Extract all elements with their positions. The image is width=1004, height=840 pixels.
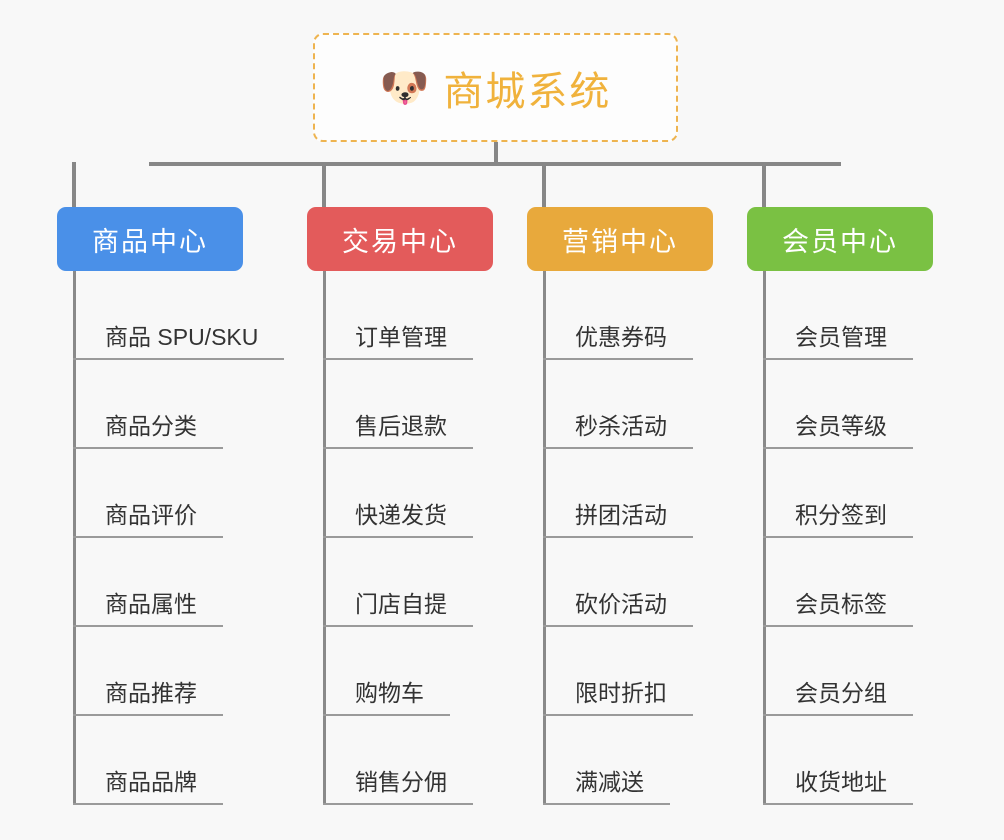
connector-drop-3 — [542, 162, 546, 207]
leaf-spine — [763, 271, 766, 805]
leaf-item[interactable]: 售后退款 — [323, 360, 473, 449]
leaf-item-label: 会员标签 — [763, 585, 913, 627]
category-box-3[interactable]: 营销中心 — [527, 207, 713, 271]
leaf-item-label: 快递发货 — [323, 496, 473, 538]
leaf-item-label: 限时折扣 — [543, 674, 693, 716]
leaf-item[interactable]: 会员标签 — [763, 538, 913, 627]
leaf-item[interactable]: 满减送 — [543, 716, 693, 805]
root-node[interactable]: 🐶 商城系统 — [313, 33, 678, 142]
category-label: 交易中心 — [342, 226, 458, 257]
root-title: 商城系统 — [443, 69, 612, 114]
leaf-spine — [323, 271, 326, 805]
leaf-item[interactable]: 收货地址 — [763, 716, 913, 805]
leaf-item[interactable]: 门店自提 — [323, 538, 473, 627]
leaf-item-label: 满减送 — [543, 763, 670, 805]
connector-drop-2 — [322, 162, 326, 207]
leaf-item[interactable]: 砍价活动 — [543, 538, 693, 627]
category-label: 商品中心 — [92, 226, 208, 257]
leaf-column-1: 商品 SPU/SKU 商品分类商品评价商品属性商品推荐商品品牌 — [73, 271, 285, 805]
leaf-item-label: 门店自提 — [323, 585, 473, 627]
leaf-item[interactable]: 商品推荐 — [73, 627, 284, 716]
leaf-item[interactable]: 商品分类 — [73, 360, 284, 449]
leaf-item[interactable]: 秒杀活动 — [543, 360, 693, 449]
leaf-item[interactable]: 商品品牌 — [73, 716, 284, 805]
leaf-item-label: 收货地址 — [763, 763, 913, 805]
leaf-item-label: 商品分类 — [73, 407, 223, 449]
leaf-item-label: 购物车 — [323, 674, 450, 716]
leaf-item-label: 商品推荐 — [73, 674, 223, 716]
leaf-column-2: 订单管理售后退款快递发货门店自提购物车销售分佣 — [323, 271, 473, 805]
leaf-spine — [543, 271, 546, 805]
leaf-item-label: 商品 SPU/SKU — [73, 318, 285, 360]
leaf-item[interactable]: 会员等级 — [763, 360, 913, 449]
leaf-item[interactable]: 优惠券码 — [543, 271, 693, 360]
leaf-item-label: 砍价活动 — [543, 585, 693, 627]
leaf-item-label: 售后退款 — [323, 407, 473, 449]
leaf-item[interactable]: 会员分组 — [763, 627, 913, 716]
category-label: 营销中心 — [562, 226, 678, 257]
shiba-dog-face-icon: 🐶 — [379, 65, 430, 110]
leaf-item[interactable]: 销售分佣 — [323, 716, 473, 805]
leaf-item[interactable]: 商品 SPU/SKU — [73, 271, 285, 360]
leaf-item-label: 积分签到 — [763, 496, 913, 538]
leaf-column-3: 优惠券码秒杀活动拼团活动砍价活动限时折扣满减送 — [543, 271, 693, 805]
category-box-4[interactable]: 会员中心 — [747, 207, 933, 271]
leaf-item-label: 商品属性 — [73, 585, 223, 627]
leaf-item-label: 会员管理 — [763, 318, 913, 360]
leaf-item-label: 拼团活动 — [543, 496, 693, 538]
leaf-item-label: 秒杀活动 — [543, 407, 693, 449]
leaf-item[interactable]: 购物车 — [323, 627, 473, 716]
category-box-2[interactable]: 交易中心 — [307, 207, 493, 271]
leaf-item[interactable]: 会员管理 — [763, 271, 913, 360]
connector-horizontal-bus — [149, 162, 841, 166]
leaf-item[interactable]: 拼团活动 — [543, 449, 693, 538]
leaf-item-label: 优惠券码 — [543, 318, 693, 360]
connector-drop-4 — [762, 162, 766, 207]
leaf-item-label: 商品品牌 — [73, 763, 223, 805]
leaf-item-label: 商品评价 — [73, 496, 223, 538]
connector-root-stem — [494, 142, 498, 166]
category-box-1[interactable]: 商品中心 — [57, 207, 243, 271]
leaf-item[interactable]: 商品属性 — [73, 538, 284, 627]
leaf-item-label: 会员分组 — [763, 674, 913, 716]
leaf-item[interactable]: 商品评价 — [73, 449, 284, 538]
leaf-spine — [73, 271, 76, 805]
leaf-item-label: 订单管理 — [323, 318, 473, 360]
leaf-item[interactable]: 快递发货 — [323, 449, 473, 538]
leaf-column-4: 会员管理会员等级积分签到会员标签会员分组收货地址 — [763, 271, 913, 805]
leaf-item-label: 销售分佣 — [323, 763, 473, 805]
leaf-item-label: 会员等级 — [763, 407, 913, 449]
leaf-item[interactable]: 订单管理 — [323, 271, 473, 360]
connector-drop-1 — [72, 162, 76, 207]
leaf-item[interactable]: 限时折扣 — [543, 627, 693, 716]
category-label: 会员中心 — [782, 226, 898, 257]
leaf-item[interactable]: 积分签到 — [763, 449, 913, 538]
